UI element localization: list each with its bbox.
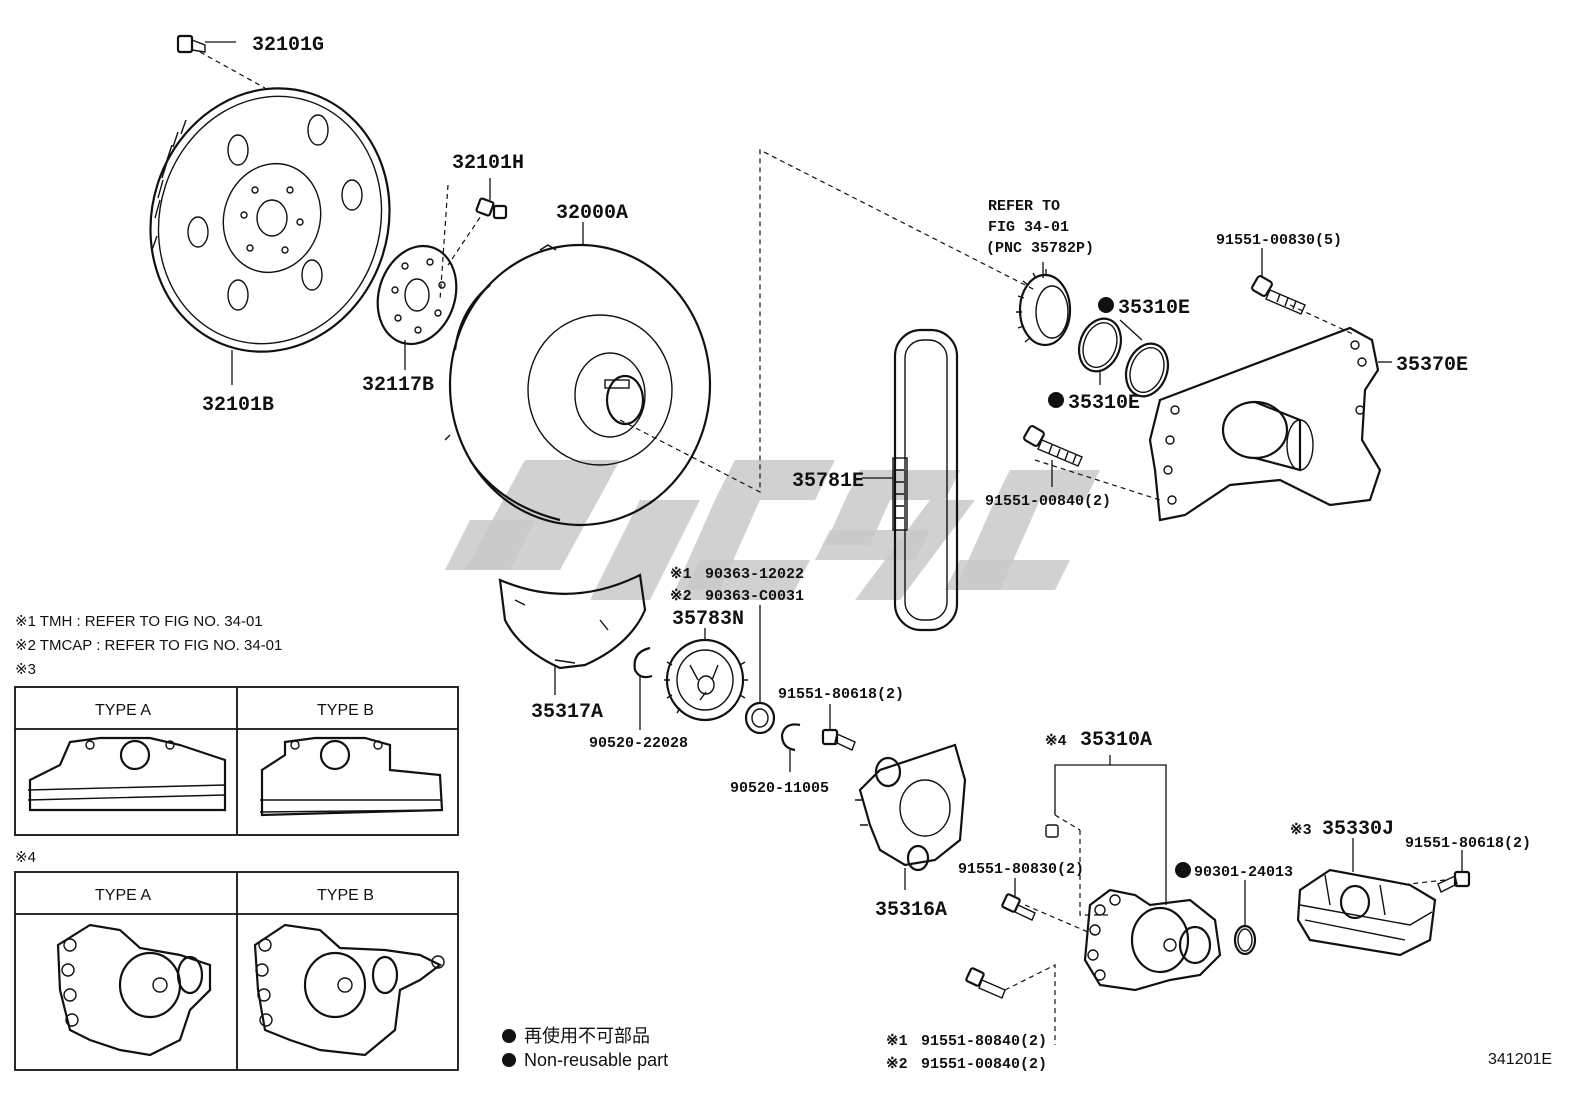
label-32000a: 32000A	[556, 202, 628, 225]
label-35316a: 35316A	[875, 899, 947, 922]
bolt-91551-00830[interactable]	[1251, 275, 1306, 315]
watermark-logo	[445, 460, 1100, 600]
label-32101b: 32101B	[202, 394, 274, 417]
pump-type-a-illustration	[56, 923, 212, 1057]
mark-2-b: ※2	[886, 1056, 908, 1073]
bolt-32101g[interactable]	[176, 34, 206, 54]
label-35781e: 35781E	[792, 470, 864, 493]
label-32117b: 32117B	[362, 374, 434, 397]
pump-body-35370e[interactable]	[1148, 326, 1382, 522]
sprocket-refer-fig-34-01[interactable]	[1016, 269, 1072, 347]
bearing-90363[interactable]	[744, 701, 776, 735]
strainer-35330j[interactable]	[1296, 868, 1437, 957]
label-90363-12022: 90363-12022	[705, 566, 804, 583]
torque-converter-32000a[interactable]	[444, 243, 712, 527]
label-35330j: 35330J	[1322, 818, 1394, 841]
non-reusable-dot-icon	[1175, 862, 1191, 878]
refer-line2: FIG 34-01	[988, 219, 1069, 236]
bolt-91551-80618-a[interactable]	[821, 728, 856, 751]
sprocket-35783n[interactable]	[664, 638, 748, 722]
label-35370e: 35370E	[1396, 354, 1468, 377]
strainer-type-a-illustration	[27, 736, 227, 812]
mark-3-a: ※3	[1290, 822, 1312, 839]
label-91551-80830-2: 91551-80830(2)	[958, 861, 1084, 878]
mark-1-b: ※1	[886, 1033, 908, 1050]
cover-35316a[interactable]	[855, 743, 967, 872]
chain-35781e[interactable]	[892, 328, 959, 632]
mark-1-a: ※1	[670, 566, 692, 583]
label-90520-22028: 90520-22028	[589, 735, 688, 752]
refer-line1: REFER TO	[988, 198, 1060, 215]
legend-en: Non-reusable part	[524, 1050, 668, 1070]
table3-type-b: TYPE B	[317, 702, 374, 719]
label-32101g: 32101G	[252, 34, 324, 57]
cover-35317a[interactable]	[498, 573, 647, 670]
dowel-pin	[1045, 824, 1059, 838]
label-90301-24013: 90301-24013	[1194, 864, 1293, 881]
bolt-91551-80840[interactable]	[965, 967, 1006, 999]
label-32101h: 32101H	[452, 152, 524, 175]
note-2: ※2 TMCAP : REFER TO FIG NO. 34-01	[15, 637, 282, 654]
label-35317a: 35317A	[531, 701, 603, 724]
o-ring-90301-24013[interactable]	[1233, 924, 1257, 956]
legend-jp: 再使用不可部品	[524, 1026, 650, 1046]
label-91551-80618-2-a: 91551-80618(2)	[778, 686, 904, 703]
pump-assy-35310a[interactable]	[1083, 888, 1222, 992]
table-variant-4	[14, 871, 459, 1071]
non-reusable-dot-icon	[502, 1029, 516, 1043]
label-35310e-lower: 35310E	[1068, 392, 1140, 415]
mark-2-a: ※2	[670, 588, 692, 605]
label-91551-80840-2: 91551-80840(2)	[921, 1033, 1047, 1050]
snap-ring-90520-22028[interactable]	[633, 646, 653, 679]
bolt-91551-80830[interactable]	[1001, 893, 1036, 921]
bolt-91551-80618-b[interactable]	[1437, 870, 1471, 893]
figure-number: 341201E	[1488, 1051, 1552, 1068]
label-91551-00840-2-b: 91551-00840(2)	[921, 1056, 1047, 1073]
flywheel-32101b[interactable]	[117, 57, 424, 383]
label-91551-00830-5: 91551-00830(5)	[1216, 232, 1342, 249]
o-ring-35310e-b[interactable]	[1119, 338, 1175, 402]
snap-ring-90520-11005[interactable]	[780, 723, 801, 752]
non-reusable-dot-icon	[502, 1053, 516, 1067]
table-variant-3	[14, 686, 459, 836]
label-90363-c0031: 90363-C0031	[705, 588, 804, 605]
non-reusable-dot-icon	[1048, 392, 1064, 408]
note-1: ※1 TMH : REFER TO FIG NO. 34-01	[15, 613, 263, 630]
label-90520-11005: 90520-11005	[730, 780, 829, 797]
label-91551-00840-2: 91551-00840(2)	[985, 493, 1111, 510]
label-91551-80618-2-b: 91551-80618(2)	[1405, 835, 1531, 852]
strainer-type-b-illustration	[259, 736, 444, 817]
note-3: ※3	[15, 661, 36, 678]
mark-4-a: ※4	[1045, 733, 1067, 750]
label-35310e-upper: 35310E	[1118, 297, 1190, 320]
bolt-32101h[interactable]	[475, 197, 508, 220]
label-35783n: 35783N	[672, 608, 744, 631]
label-35310a: 35310A	[1080, 729, 1152, 752]
table3-type-a: TYPE A	[95, 702, 151, 719]
table4-type-a: TYPE A	[95, 887, 151, 904]
alignment-lines	[199, 51, 1446, 1045]
non-reusable-dot-icon	[1098, 297, 1114, 313]
pump-type-b-illustration	[253, 923, 445, 1057]
drive-plate-32117b[interactable]	[365, 236, 468, 355]
note-4: ※4	[15, 849, 36, 866]
refer-line3: (PNC 35782P)	[986, 240, 1094, 257]
o-ring-35310e-a[interactable]	[1072, 313, 1128, 377]
bolt-91551-00840[interactable]	[1023, 425, 1083, 467]
table4-type-b: TYPE B	[317, 887, 374, 904]
